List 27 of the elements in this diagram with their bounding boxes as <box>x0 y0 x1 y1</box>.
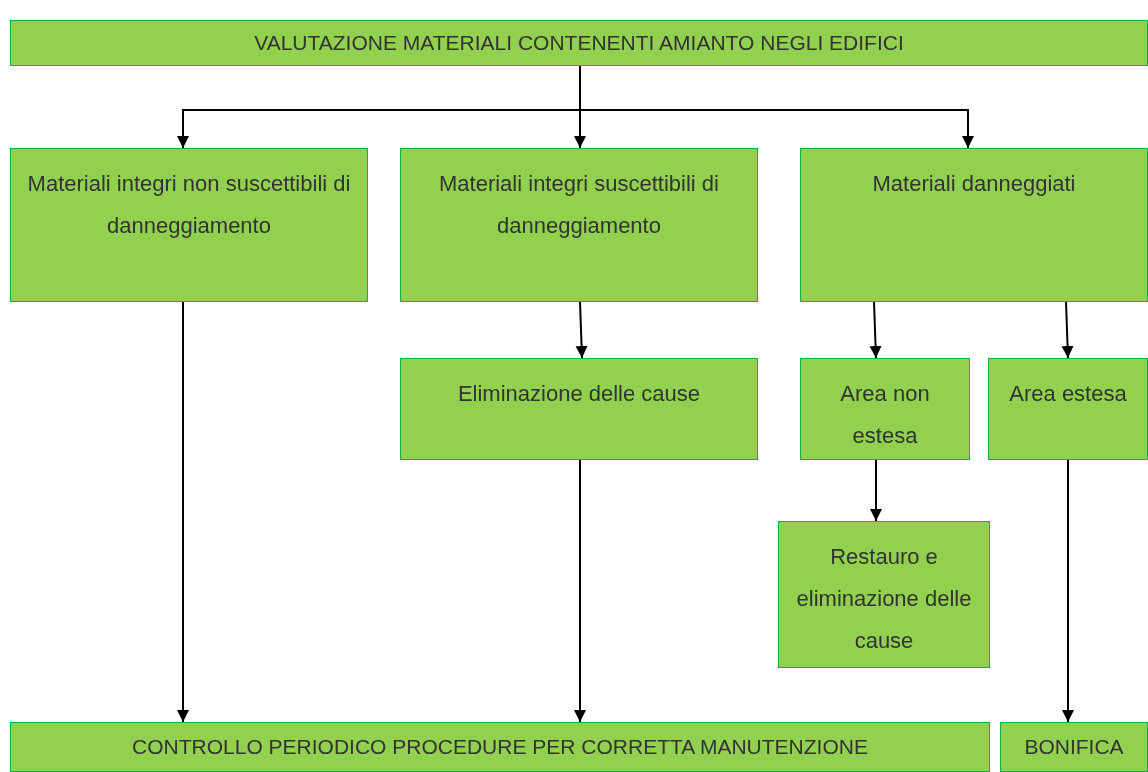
box-label: VALUTAZIONE MATERIALI CONTENENTI AMIANTO NEGLI EDIFICI <box>254 30 904 56</box>
box-label: Materiali integri suscettibili di danneggiamento <box>438 170 720 240</box>
arrow <box>574 459 586 723</box>
process-box <box>1000 722 1148 772</box>
process-box <box>800 148 1148 302</box>
box-label: Area estesa <box>1009 380 1127 408</box>
box-label: Eliminazione delle cause <box>457 380 701 408</box>
box-label: Restauro e eliminazione delle cause <box>795 543 973 655</box>
process-box <box>400 148 758 302</box>
process-box <box>988 358 1148 460</box>
process-box <box>10 148 368 302</box>
box-label: Area non estesa <box>839 380 931 450</box>
process-box <box>800 358 970 460</box>
box-label: Materiali integri non suscettibili di danneggiamento <box>26 170 352 240</box>
process-box <box>778 521 990 668</box>
arrow <box>575 301 588 359</box>
box-label: BONIFICA <box>1024 734 1124 760</box>
process-box <box>10 722 990 772</box>
arrow <box>870 459 882 522</box>
arrow <box>869 301 882 359</box>
process-box <box>400 358 758 460</box>
arrow <box>1061 301 1074 359</box>
box-label: Materiali danneggiati <box>872 170 1076 198</box>
arrow <box>177 301 189 723</box>
process-box <box>10 20 1148 66</box>
arrow <box>1062 459 1074 723</box>
box-label: CONTROLLO PERIODICO PROCEDURE PER CORRETTA MANUTENZIONE <box>132 734 868 760</box>
